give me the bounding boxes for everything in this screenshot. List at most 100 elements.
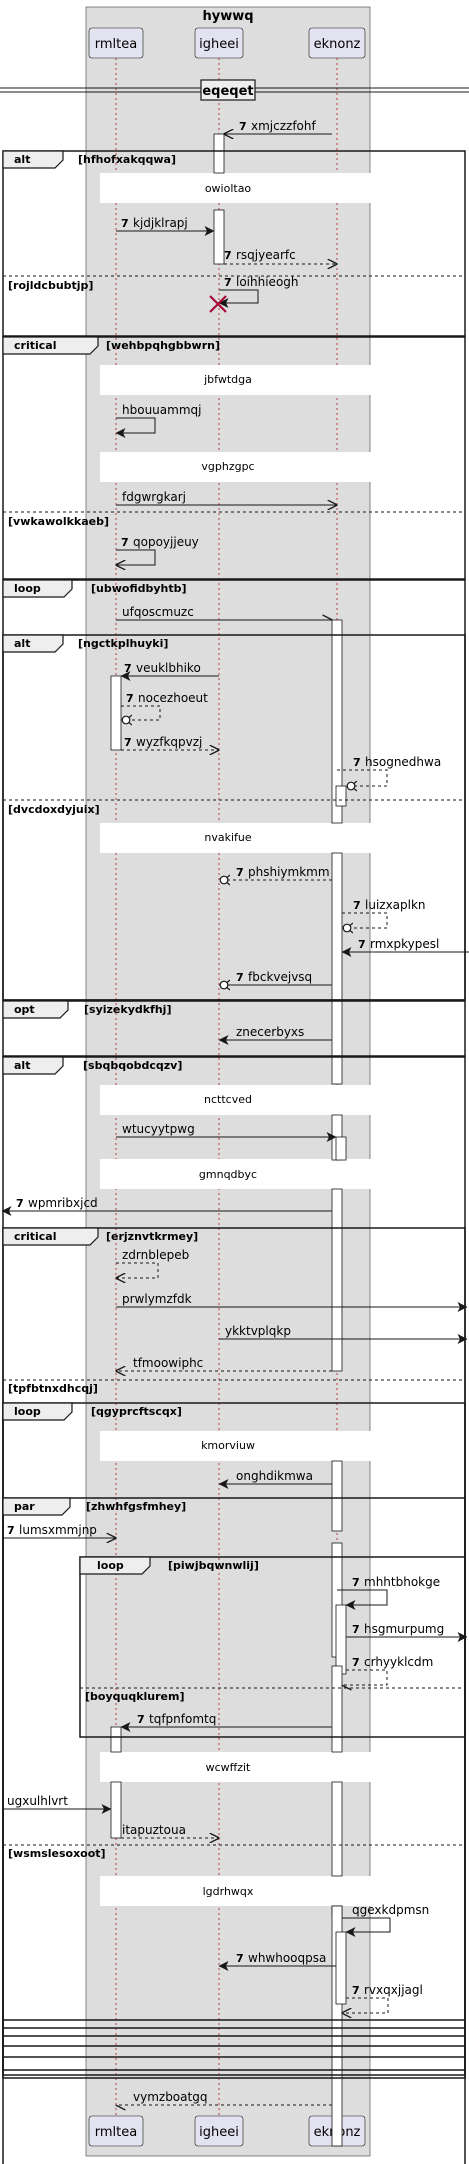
message-label: nocezhoeut — [138, 691, 208, 705]
svg-text:[vwkawolkkaeb]: [vwkawolkkaeb] — [8, 515, 109, 528]
activation-bar — [335, 1136, 347, 1161]
activation-bar — [331, 1781, 343, 1877]
delay-3: nvakifue — [204, 831, 251, 844]
message-label: veuklbhiko — [136, 661, 201, 675]
message-label: ugxulhlvrt — [7, 1794, 68, 1808]
activation-bar — [331, 1905, 343, 2147]
message-label: prwlymzfdk — [122, 1292, 192, 1306]
activation-bar — [331, 619, 343, 824]
message-label: wpmribxjcd — [28, 1196, 98, 1210]
message-label: rsqjyearfc — [236, 248, 296, 262]
fragment-loop-10: loop [piwjbqwnwlij] [boyquqklurem] — [79, 1556, 466, 1738]
svg-text:alt: alt — [14, 637, 30, 650]
message-label: rvxqxjjagl — [364, 1983, 423, 1997]
svg-text:[rojldcbubtjp]: [rojldcbubtjp] — [8, 279, 93, 292]
svg-text:igheei: igheei — [199, 2125, 239, 2140]
svg-text:7: 7 — [224, 276, 232, 289]
message-label: znecerbyxs — [236, 1025, 304, 1039]
participant-head-eknonz[interactable]: eknonz — [308, 27, 366, 59]
svg-text:7: 7 — [353, 899, 361, 912]
message-arrow — [115, 417, 156, 438]
message-arrow — [337, 769, 388, 786]
message-label: fbckvejvsq — [248, 970, 312, 984]
svg-text:critical: critical — [14, 339, 56, 352]
svg-text:7: 7 — [224, 249, 232, 262]
svg-text:7: 7 — [236, 971, 244, 984]
message-label: fdgwrgkarj — [122, 490, 186, 504]
message-arrow — [116, 549, 156, 565]
participant-foot-rmltea[interactable]: rmltea — [88, 2115, 144, 2147]
participant-head-rmltea[interactable]: rmltea — [88, 27, 144, 59]
svg-text:[dvcdoxdyjuix]: [dvcdoxdyjuix] — [8, 803, 100, 816]
fragment-alt-4: alt [ngctkplhuyki] [dvcdoxdyjuix] — [2, 634, 466, 1001]
svg-text:7: 7 — [236, 866, 244, 879]
delays: owioltao jbfwtdga vgphzgpc nvakifue nctt… — [100, 173, 400, 1906]
svg-text:[boyquqklurem]: [boyquqklurem] — [85, 1690, 185, 1703]
message-arrow — [121, 705, 161, 720]
message-label: loihhieogh — [236, 275, 299, 289]
svg-text:7: 7 — [239, 120, 247, 133]
fragment-alt-1: alt [hfhofxakqqwa] [rojldcbubtjp] — [2, 150, 466, 337]
activation-bar — [110, 1726, 122, 1753]
activation-bar — [213, 133, 225, 174]
svg-text:7: 7 — [352, 1656, 360, 1669]
message-arrow — [116, 1262, 159, 1278]
message-label: tfmoowiphc — [133, 1356, 203, 1370]
message-label: phshiymkmm — [248, 865, 330, 879]
message-label: luizxaplkn — [365, 898, 426, 912]
svg-text:igheei: igheei — [199, 37, 239, 52]
svg-text:7: 7 — [358, 938, 366, 951]
svg-text:[hfhofxakqqwa]: [hfhofxakqqwa] — [78, 153, 176, 166]
svg-text:7: 7 — [7, 1524, 15, 1537]
delay-7: wcwffzit — [206, 1761, 251, 1774]
svg-text:7: 7 — [124, 736, 132, 749]
activation-bar — [331, 1460, 343, 1532]
fragment-closings — [3, 2019, 465, 2058]
activation-bar — [110, 675, 122, 751]
svg-text:7: 7 — [352, 1623, 360, 1636]
activation-bar — [110, 1781, 122, 1839]
participant-box-title: hywwq — [202, 9, 253, 24]
delay-5: gmnqdbyc — [199, 1168, 257, 1181]
svg-text:7: 7 — [121, 536, 129, 549]
delay-0: owioltao — [205, 182, 252, 195]
delay-6: kmorviuw — [201, 1439, 255, 1452]
message-arrow — [337, 1589, 388, 1610]
delay-2: vgphzgpc — [201, 460, 254, 473]
destroy-icon — [209, 295, 227, 313]
svg-text:loop: loop — [14, 1405, 41, 1418]
activation-bar — [335, 1604, 347, 1675]
activation-bar — [331, 852, 343, 1085]
svg-text:[qgyprcftscqx]: [qgyprcftscqx] — [91, 1405, 182, 1418]
activation-bar — [331, 1665, 343, 1753]
message-label: ufqoscmuzc — [122, 605, 194, 619]
fragment-opt-5: opt [syizekydkfhj] — [2, 1000, 466, 1057]
participant-head-igheei[interactable]: igheei — [194, 27, 244, 59]
message-label: qopoyjjeuy — [133, 535, 199, 549]
fragment-critical-2: critical [wehbpqhgbbwrn] [vwkawolkkaeb] — [2, 336, 466, 580]
svg-text:[syizekydkfhj]: [syizekydkfhj] — [84, 1003, 171, 1016]
svg-text:7: 7 — [126, 692, 134, 705]
svg-text:[ngctkplhuyki]: [ngctkplhuyki] — [78, 637, 168, 650]
svg-text:alt: alt — [14, 153, 30, 166]
message-label: mhhtbhokge — [364, 1575, 440, 1589]
svg-text:7: 7 — [16, 1197, 24, 1210]
message-arrow — [342, 1917, 391, 1937]
activation-bar — [213, 209, 225, 265]
message-label: vymzboatgq — [133, 2090, 207, 2104]
message-label: hsognedhwa — [365, 755, 441, 769]
svg-text:loop: loop — [97, 1559, 124, 1572]
svg-text:7: 7 — [124, 662, 132, 675]
message-arrow — [342, 1997, 389, 2013]
message-label: whwhooqpsa — [248, 1951, 326, 1965]
svg-text:7: 7 — [352, 1984, 360, 1997]
message-label: kjdjklrapj — [133, 216, 188, 230]
svg-text:rmltea: rmltea — [95, 2125, 137, 2140]
svg-text:rmltea: rmltea — [95, 37, 137, 52]
message-label: zdrnblepeb — [122, 1248, 189, 1262]
delay-8: lgdrhwqx — [203, 1885, 254, 1898]
participant-foot-igheei[interactable]: igheei — [194, 2115, 244, 2147]
message-label: wtucyytpwg — [122, 1122, 195, 1136]
svg-text:loop: loop — [14, 582, 41, 595]
fragment-par-9: par [zhwhfgsfmhey] [wsmslesoxoot] — [2, 1497, 466, 2071]
